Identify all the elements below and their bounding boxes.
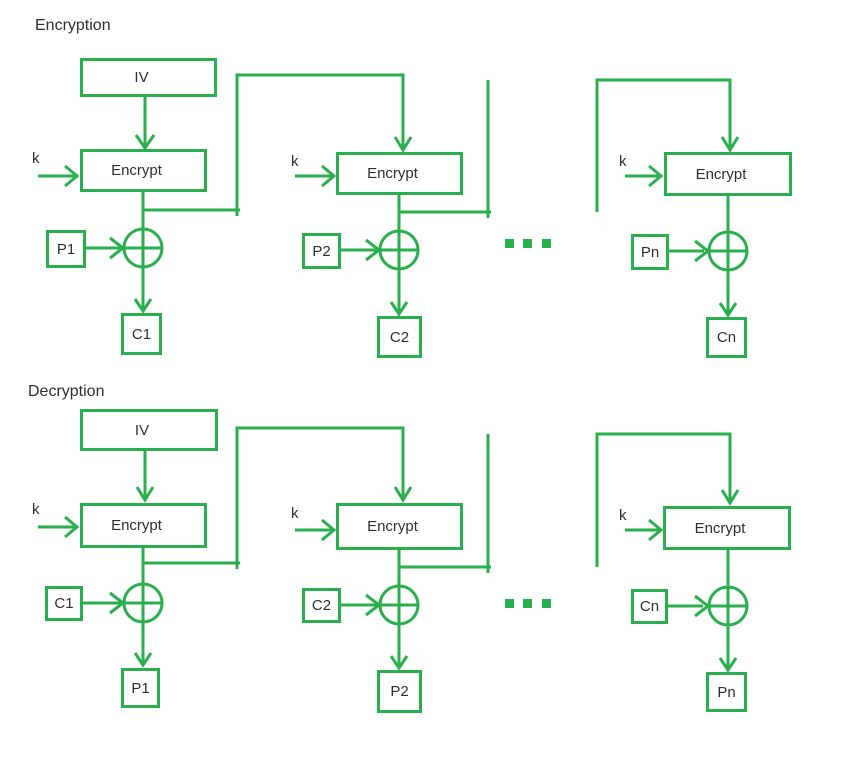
dec-stagen-ciphertext-box: Cn [631,589,668,624]
ellipsis-dot [505,599,514,608]
encryption-title: Encryption [35,17,111,34]
dec-stage2-key-label: k [291,505,299,522]
arrowhead-down-icon [393,486,413,503]
dec-stagen-key-label: k [619,507,627,524]
enc-stage1-encrypt-box: Encrypt [80,149,207,192]
arrowhead-right-icon [64,164,80,188]
dec-stagen-plaintext-box: Pn [706,672,747,712]
dec-stage2-plaintext-box: P2 [377,670,422,713]
arrowhead-down-icon [393,136,413,153]
ellipsis-dot [542,599,551,608]
enc-stage2-plaintext-box: P2 [302,233,341,269]
feedback-line-into-stage-n [595,78,732,212]
arrowhead-down-icon [133,652,153,668]
enc-stagen-ciphertext-box: Cn [706,317,747,358]
feedback-line-stage2-continues [399,80,491,218]
enc-iv-box: IV [80,58,217,97]
dec-stage1-ciphertext-box: C1 [45,586,83,621]
enc-stage2-ciphertext-box: C2 [377,316,422,358]
ellipsis-dot [523,239,532,248]
enc-stage1-plaintext-box: P1 [46,230,86,268]
arrowhead-down-icon [718,302,738,318]
enc-stagen-plaintext-box: Pn [631,234,669,270]
dec-iv-box: IV [80,409,218,451]
arrowhead-down-icon [720,136,740,153]
ellipsis-dot [505,239,514,248]
arrowhead-right-icon [365,593,382,617]
feedback-line-stage1-to-stage2 [143,426,405,569]
dec-stage1-key-label: k [32,501,40,518]
decryption-title: Decryption [28,383,105,400]
arrowhead-right-icon [365,238,382,262]
arrowhead-right-icon [694,594,711,618]
dec-stagen-encrypt-box: Encrypt [663,506,791,550]
encryption-wires [38,73,749,318]
dec-stage2-encrypt-box: Encrypt [336,503,463,550]
arrowhead-down-icon [389,655,409,671]
arrowhead-down-icon [135,486,155,503]
arrowhead-right-icon [64,515,80,539]
feedback-line-stage2-continues [399,434,491,573]
arrowhead-right-icon [648,518,664,542]
dec-stage2-ciphertext-box: C2 [302,588,341,623]
arrowhead-right-icon [648,164,664,188]
arrowhead-down-icon [720,489,740,506]
arrowhead-right-icon [694,239,711,263]
ellipsis-dot [542,239,551,248]
arrowhead-right-icon [321,518,337,542]
enc-stagen-key-label: k [619,153,627,170]
enc-stage1-key-label: k [32,150,40,167]
arrowhead-right-icon [109,236,126,260]
dec-stage1-encrypt-box: Encrypt [80,503,207,548]
feedback-line-stage1-to-stage2 [143,73,405,216]
enc-stage2-encrypt-box: Encrypt [336,152,463,195]
decryption-wires [38,426,749,673]
arrowhead-down-icon [133,298,153,314]
dec-stage1-plaintext-box: P1 [121,668,160,708]
arrowhead-down-icon [718,657,738,673]
arrowhead-right-icon [321,164,337,188]
arrowhead-down-icon [389,301,409,317]
enc-stage1-ciphertext-box: C1 [121,313,162,355]
enc-stage2-key-label: k [291,153,299,170]
feedback-line-into-stage-n [595,432,732,567]
arrowhead-down-icon [134,134,156,151]
arrowhead-right-icon [109,591,126,615]
enc-stagen-encrypt-box: Encrypt [664,152,792,196]
ellipsis-dot [523,599,532,608]
